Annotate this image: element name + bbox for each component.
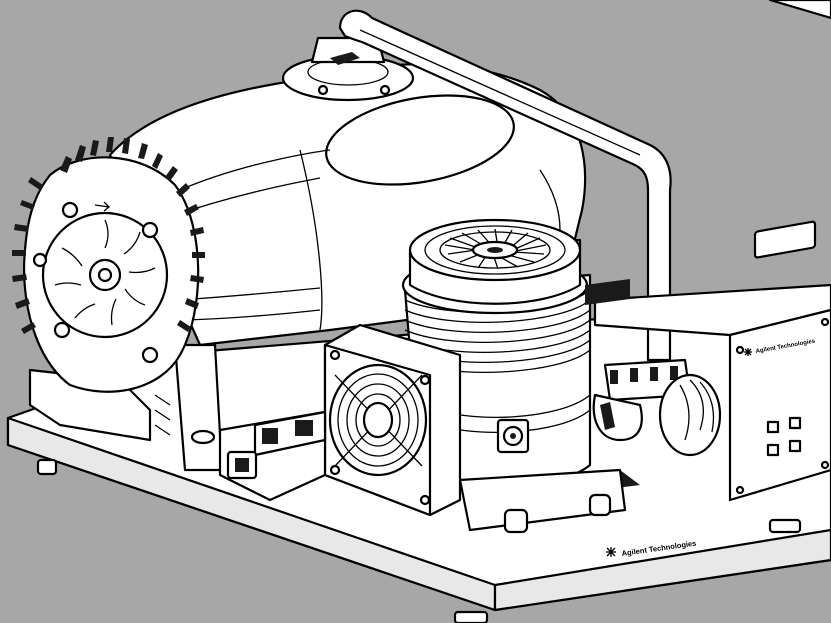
power-module: [218, 410, 327, 502]
motor-end-cover: [12, 137, 205, 393]
cooling-fan: [323, 323, 462, 517]
controller-buttons[interactable]: [766, 416, 802, 457]
feet: [36, 458, 802, 623]
rotor-blades: [439, 228, 551, 270]
controller-fan: [658, 373, 722, 457]
agilent-spark-icon: [744, 348, 752, 356]
exhaust-pipe: [338, 9, 672, 362]
controller: [585, 220, 831, 502]
agilent-spark-icon: [606, 547, 616, 557]
controller-display: [753, 220, 817, 259]
background-panel: [768, 0, 831, 20]
top-window: [325, 94, 515, 186]
vent-slots: [54, 219, 156, 326]
inlet-flange: [281, 36, 415, 102]
controller-vent: [585, 279, 630, 305]
rotation-arrow-icon: [94, 201, 110, 212]
turbo-bracket: [458, 468, 627, 534]
